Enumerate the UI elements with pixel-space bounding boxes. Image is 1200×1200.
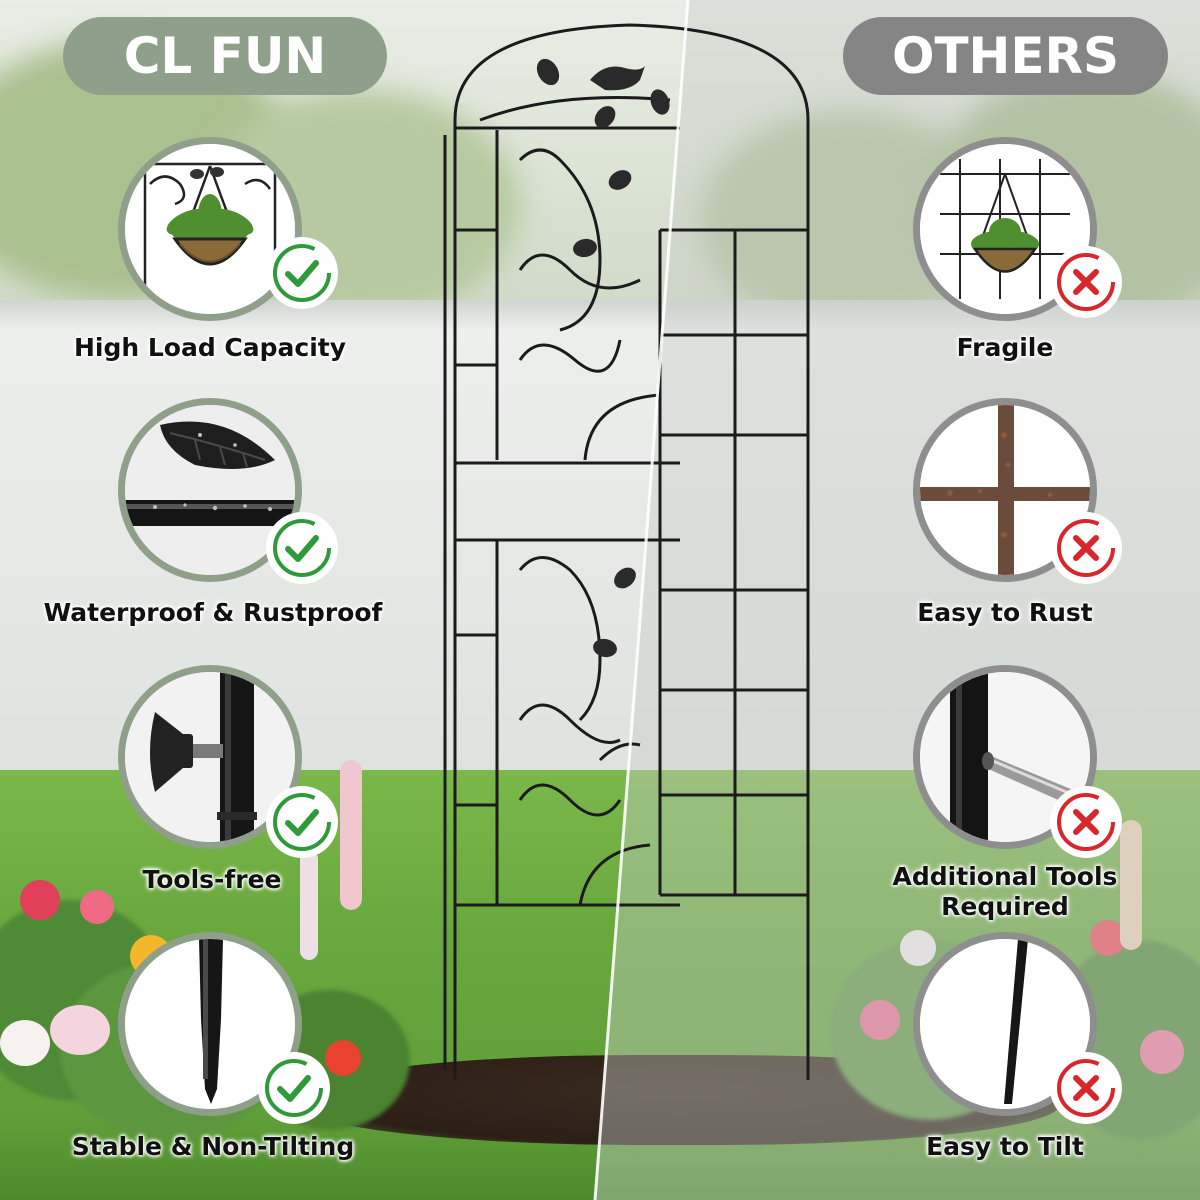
feature-label-tools-free: Tools-free [142, 865, 282, 894]
feature-label-waterproof: Waterproof & Rustproof [43, 598, 383, 627]
cross-icon [1050, 512, 1122, 584]
flower [20, 880, 60, 920]
check-icon [266, 786, 338, 858]
feature-label-fragile: Fragile [956, 333, 1054, 362]
cross-icon [1050, 786, 1122, 858]
cross-icon [1050, 246, 1122, 318]
check-icon [266, 512, 338, 584]
check-icon [258, 1052, 330, 1124]
flower [900, 930, 936, 966]
brand-title: CL FUN [123, 27, 327, 85]
brand-title-pill: CL FUN [63, 17, 387, 95]
feature-label-line2: Required [941, 892, 1069, 921]
flower [1140, 1030, 1184, 1074]
foxglove [300, 850, 318, 960]
cross-icon [1050, 1052, 1122, 1124]
check-icon [266, 237, 338, 309]
hanging-planter-icon [913, 137, 1097, 321]
hanging-planter-icon [118, 137, 302, 321]
feature-label-easy-to-tilt: Easy to Tilt [926, 1132, 1084, 1161]
feature-label-stable: Stable & Non-Tilting [71, 1132, 355, 1161]
others-title: OTHERS [891, 27, 1120, 85]
others-title-pill: OTHERS [843, 17, 1168, 95]
flower [325, 1040, 361, 1076]
bird-ornament [590, 66, 645, 91]
feature-label-line1: Additional Tools [892, 862, 1118, 891]
flower [80, 890, 114, 924]
feature-label-load-capacity: High Load Capacity [73, 333, 347, 362]
foxglove [340, 760, 362, 910]
trellis-arch-frame [453, 23, 810, 1080]
foxglove [1120, 820, 1142, 950]
feature-label-easy-to-rust: Easy to Rust [917, 598, 1093, 627]
flower [50, 1005, 110, 1055]
flower [0, 1020, 50, 1066]
feature-label-additional-tools: Additional Tools Required [860, 862, 1150, 922]
flower [860, 1000, 900, 1040]
